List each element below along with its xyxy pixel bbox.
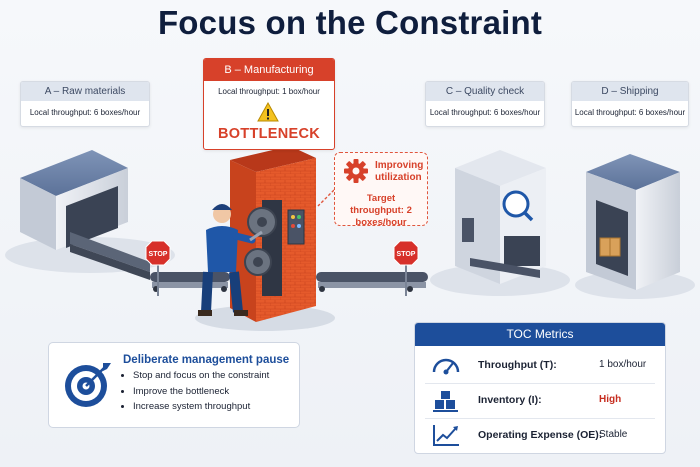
stop-text-left: STOP [149, 251, 168, 258]
conveyor-a-b [150, 272, 230, 292]
metric-label: Throughput (T): [478, 359, 557, 371]
stage-title: C – Quality check [426, 82, 544, 101]
target-icon [65, 363, 111, 407]
metric-row-inventory: Inventory (I): High [415, 384, 665, 418]
pause-item: Increase system throughput [133, 399, 269, 415]
stage-title: D – Shipping [572, 82, 688, 101]
stage-throughput: Local throughput: 6 boxes/hour [429, 108, 541, 117]
metric-row-throughput: Throughput (T): 1 box/hour [415, 349, 665, 383]
metric-row-operating-expense: Operating Expense (OE): Stable [415, 419, 665, 453]
raw-materials-building [20, 150, 150, 280]
management-pause-card: Deliberate management pause Stop and foc… [48, 342, 300, 428]
metric-label: Inventory (I): [478, 394, 542, 406]
gauge-icon [432, 358, 460, 375]
gear-icon [344, 159, 368, 183]
metric-value: Stable [599, 429, 628, 440]
stop-sign-right: STOP [393, 240, 419, 296]
warning-icon [257, 102, 279, 122]
stage-title: A – Raw materials [21, 82, 149, 101]
stage-card-raw-materials: A – Raw materials Local throughput: 6 bo… [20, 81, 150, 127]
shipping-building [586, 154, 680, 290]
stage-title: B – Manufacturing [204, 59, 334, 81]
trend-chart-icon [433, 425, 459, 446]
metric-value-high: High [599, 394, 622, 405]
metric-label: Operating Expense (OE): [478, 429, 603, 441]
page-title: Focus on the Constraint [157, 4, 543, 41]
improvement-heading: Improving utilization [375, 160, 424, 183]
metrics-title: TOC Metrics [415, 323, 665, 346]
improvement-callout: Improving utilization Target throughput:… [334, 152, 428, 228]
pause-title: Deliberate management pause [123, 354, 290, 366]
bottleneck-machine [230, 146, 316, 322]
stage-throughput: Local throughput: 1 box/hour [218, 87, 320, 96]
pause-item: Stop and focus on the constraint [133, 368, 269, 384]
metric-value: 1 box/hour [599, 359, 647, 370]
quality-check-building [455, 150, 546, 284]
stop-sign-left: STOP [145, 240, 171, 296]
pause-list: Stop and focus on the constraint Improve… [123, 368, 269, 415]
stage-throughput: Local throughput: 6 boxes/hour [574, 108, 686, 117]
stage-card-quality-check: C – Quality check Local throughput: 6 bo… [425, 81, 545, 127]
stage-card-shipping: D – Shipping Local throughput: 6 boxes/h… [571, 81, 689, 127]
conveyor-b-c [316, 272, 428, 292]
stage-card-manufacturing: B – Manufacturing Local throughput: 1 bo… [203, 58, 335, 150]
target-throughput: Target throughput: 2 boxes/hour [350, 193, 412, 228]
toc-metrics-panel: TOC Metrics Throughput (T): 1 box/hour I… [414, 322, 666, 454]
boxes-icon [433, 391, 458, 412]
stage-throughput: Local throughput: 6 boxes/hour [29, 108, 141, 117]
stop-text-right: STOP [397, 251, 416, 258]
bottleneck-label: BOTTLENECK [217, 126, 321, 142]
worker-figure [198, 204, 263, 316]
pause-item: Improve the bottleneck [133, 384, 269, 400]
